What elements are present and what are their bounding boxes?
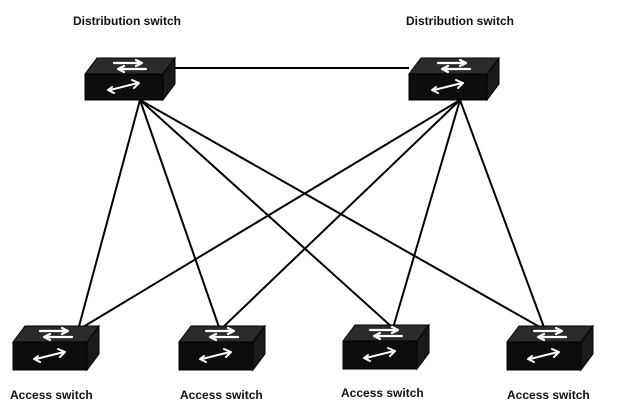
link-dist-1-access-0	[77, 99, 461, 331]
distribution-switch-1-network-switch-icon	[84, 56, 176, 102]
distribution-switch-2-network-switch-icon	[408, 56, 500, 102]
switch-front-arrows-icon	[199, 348, 232, 363]
link-dist-0-access-0	[77, 99, 141, 331]
link-dist-1-access-1	[219, 99, 461, 331]
access-switch-label-1: Access switch	[10, 388, 93, 402]
switch-arrows-icon	[38, 326, 74, 342]
link-dist-0-access-1	[139, 99, 221, 331]
switch-arrows-icon	[112, 58, 148, 74]
access-switch-1-network-switch-icon	[12, 324, 100, 372]
access-switch-label-2: Access switch	[180, 388, 263, 402]
nodes-layer	[12, 56, 594, 372]
access-switch-3-network-switch-icon	[342, 323, 430, 371]
access-switch-label-3: Access switch	[341, 386, 424, 400]
access-switch-2-network-switch-icon	[178, 324, 266, 372]
distribution-switch-label-1: Distribution switch	[73, 14, 181, 28]
switch-front-arrows-icon	[431, 79, 464, 94]
switch-front-arrows-icon	[107, 79, 140, 94]
switch-arrows-icon	[532, 326, 568, 342]
links-layer	[77, 67, 546, 331]
switch-arrows-icon	[436, 58, 472, 74]
switch-arrows-icon	[204, 326, 240, 342]
link-dist-0-access-2	[139, 99, 394, 329]
link-dist-1-access-3	[459, 99, 546, 331]
switch-arrows-icon	[368, 325, 404, 341]
access-switch-4-network-switch-icon	[506, 324, 594, 372]
distribution-switch-label-2: Distribution switch	[406, 14, 514, 28]
switch-front-arrows-icon	[527, 348, 560, 363]
switch-front-arrows-icon	[363, 347, 396, 362]
link-dist-1-access-2	[392, 99, 461, 329]
link-dist-0-access-3	[139, 99, 546, 331]
switch-front-arrows-icon	[33, 348, 66, 363]
access-switch-label-4: Access switch	[507, 388, 590, 402]
